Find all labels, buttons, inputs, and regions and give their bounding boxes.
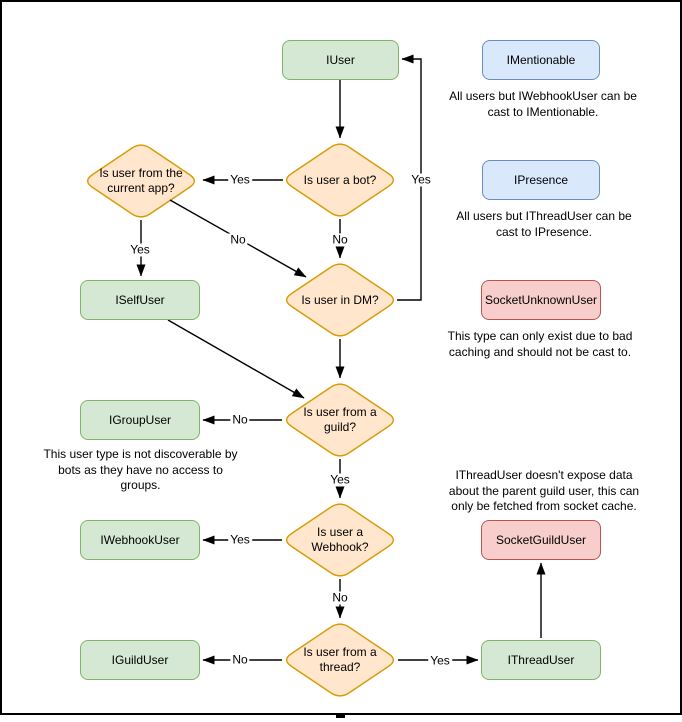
decision-is-bot-label: Is user a bot? [303,172,377,187]
edge-label-app-yes: Yes [128,242,152,257]
node-iwebhookuser: IWebhookUser [80,520,200,560]
decision-is-webhook [285,503,395,577]
node-iselfuser: ISelfUser [80,280,200,320]
decision-is-bot [285,143,395,217]
node-socketunknownuser: SocketUnknownUser [481,280,601,320]
edge-label-webhook-yes: Yes [228,532,252,547]
decision-in-dm [285,263,395,337]
decision-from-thread-label: Is user from a thread? [303,645,377,674]
node-iuser: IUser [282,40,399,80]
edge-label-webhook-no: No [330,590,350,605]
page-boundary-tick [336,715,345,718]
node-igroupuser: IGroupUser [80,400,200,440]
note-ithreaduser: IThreadUser doesn't expose data about th… [448,468,640,513]
edge-label-bot-yes: Yes [228,172,252,187]
edge-label-guild-yes: Yes [328,472,352,487]
node-imentionable: IMentionable [482,40,600,80]
decision-from-current-app-label: Is user from the current app? [99,166,183,195]
note-socketunknownuser: This type can only exist due to bad cach… [447,329,633,359]
edge-label-dm-yes: Yes [409,172,433,187]
note-imentionable: All users but IWebhookUser can be cast t… [449,89,637,119]
decision-from-guild-label: Is user from a guild? [303,405,377,434]
decision-from-guild [285,383,395,457]
decision-from-thread [285,623,395,697]
node-socketguilduser: SocketGuildUser [481,520,601,560]
node-iguilduser: IGuildUser [80,640,200,680]
edge-iselfuser-to-fromguild [167,319,305,399]
node-ipresence: IPresence [482,160,600,200]
edge-label-guild-no: No [230,412,250,427]
decision-is-webhook-label: Is user a Webhook? [311,525,369,554]
decision-in-dm-label: Is user in DM? [301,292,379,307]
edge-label-thread-yes: Yes [428,653,452,668]
edge-label-thread-no: No [230,652,250,667]
edge-label-bot-no: No [330,232,350,247]
decision-from-current-app [86,144,196,218]
note-igroupuser: This user type is not discoverable by bo… [43,447,238,492]
edge-label-app-no: No [228,232,248,247]
note-ipresence: All users but IThreadUser can be cast to… [456,209,632,239]
node-ithreaduser: IThreadUser [481,640,601,680]
